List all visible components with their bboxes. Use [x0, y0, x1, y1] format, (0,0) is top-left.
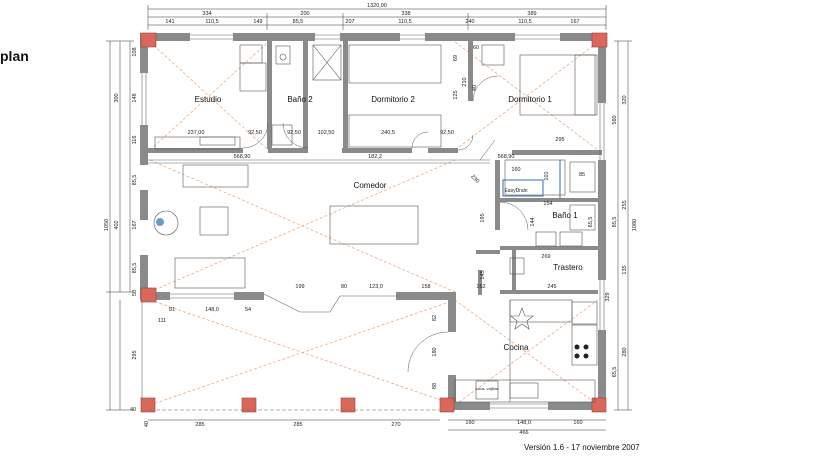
dim-inner-i13: 101 [544, 171, 550, 180]
dim-left-l7: 85,5 [132, 263, 138, 274]
room-label-bano2: Baño 2 [287, 95, 313, 104]
dim-right-r9: 65,5 [612, 367, 618, 378]
dim-right-r2: 560 [612, 115, 618, 124]
dim-inner-i17: 269 [541, 254, 550, 260]
dim-inner-i1: 237,00 [188, 130, 205, 136]
dim-inner-i23: 123,0 [369, 284, 383, 290]
dim-left-l10: 50 [132, 290, 138, 296]
dim-inner-i35: 60 [473, 45, 479, 51]
dim-bottom-b5: 148,0 [517, 420, 531, 426]
room-label-dormitorio1: Dormitorio 1 [508, 95, 552, 104]
dim-top-s5: 207 [345, 19, 354, 25]
dim-left-l8: 402 [114, 220, 120, 229]
dimension-ticks [106, 5, 632, 411]
dim-inner-i8: 182,2 [368, 154, 382, 160]
walls [140, 33, 606, 410]
dim-left-l2: 148 [132, 93, 138, 102]
dim-right-r4: 135 [622, 265, 628, 274]
dim-right-r3: 255 [622, 200, 628, 209]
plan-title: plan [0, 48, 29, 64]
dim-inner-i30: 180 [432, 347, 438, 356]
dim-top-a: 334 [202, 11, 211, 17]
dim-left-l12: 40 [130, 407, 136, 413]
dim-left-l6: 167 [132, 220, 138, 229]
dim-right-r5: 85,5 [612, 217, 618, 228]
dim-bottom-b4: 160 [465, 420, 474, 426]
dim-inner-i7: 568,90 [234, 154, 251, 160]
dim-inner-i37: 230 [469, 174, 480, 185]
room-label-trastero: Trastero [553, 263, 583, 272]
dim-inner-i21: 199 [295, 284, 304, 290]
version-footer: Versión 1.6 - 17 noviembre 2007 [524, 443, 640, 452]
dim-top-s9: 167 [570, 19, 579, 25]
room-label-bano1: Baño 1 [552, 211, 578, 220]
room-label-dormitorio2: Dormitorio 2 [371, 95, 415, 104]
dim-inner-i18: 245 [547, 284, 556, 290]
dim-inner-i34: 40 [472, 85, 478, 91]
dim-inner-i15: 144 [530, 217, 536, 226]
dim-top-s1: 141 [165, 19, 174, 25]
dim-bottom-b7: 466 [519, 430, 528, 436]
dim-right-r1: 320 [622, 95, 628, 104]
dim-top-d: 389 [527, 11, 536, 17]
dim-right-r8: 329 [605, 292, 611, 301]
dim-left-l4: 108 [132, 47, 138, 56]
dim-inner-i29: 82 [432, 315, 438, 321]
room-label-estudio: Estudio [195, 95, 222, 104]
dim-inner-i32: 125 [453, 90, 459, 99]
dim-inner-i14: 154 [543, 201, 552, 207]
dim-top-s8: 110,5 [518, 19, 531, 25]
dim-inner-i9: 295 [555, 137, 564, 143]
dim-left-l3: 116 [132, 136, 138, 145]
dim-inner-i22: 80 [341, 284, 347, 290]
dim-top-c: 338 [401, 11, 410, 17]
dim-inner-i36: 69 [453, 55, 459, 61]
dim-top-s6: 110,5 [398, 19, 411, 25]
dim-top-b: 200 [300, 11, 309, 17]
diagonal-guides [149, 41, 599, 406]
dim-top-s7: 240 [465, 19, 474, 25]
dim-overall: 1320,90 [367, 3, 387, 9]
dim-left-l1: 300 [114, 93, 120, 102]
easydrain-label: EasyDrain [504, 188, 527, 194]
dim-bottom-b6: 160 [573, 420, 582, 426]
dim-bottom-b2: 285 [293, 422, 302, 428]
dim-inner-i38: 65,5 [588, 217, 594, 228]
dim-inner-i20: 145 [480, 270, 486, 279]
dim-left-l13: 40 [144, 421, 150, 427]
dim-left-l5: 85,5 [132, 175, 138, 186]
dim-top-s3: 149 [253, 19, 262, 25]
dim-inner-i31: 88 [432, 383, 438, 389]
dim-inner-i6: 92,50 [440, 130, 454, 136]
dim-right-r6: 1080 [632, 219, 638, 231]
dim-inner-i10: 568,90 [498, 154, 515, 160]
dim-bottom-b1: 285 [195, 422, 204, 428]
dim-inner-i12: 85 [579, 172, 585, 178]
dim-bottom-b3: 270 [391, 422, 400, 428]
room-label-cocina: Cocina [504, 343, 529, 352]
room-label-comedor: Comedor [354, 181, 387, 190]
dim-inner-i26: 81 [169, 307, 175, 313]
dim-right-r7: 280 [622, 347, 628, 356]
dim-left-l9: 1050 [104, 219, 110, 231]
dim-inner-i16: 195 [480, 213, 486, 222]
dim-inner-i24: 158 [421, 284, 430, 290]
dim-left-l11: 295 [132, 350, 138, 359]
dim-inner-i19: 162 [476, 284, 485, 290]
dim-inner-i25: 111 [158, 318, 166, 324]
dim-inner-i28: 54 [245, 307, 251, 313]
dim-inner-i33: 210 [462, 77, 468, 86]
columns [140, 32, 608, 413]
dim-top-s2: 110,5 [205, 19, 218, 25]
dim-inner-i3: 92,50 [287, 130, 301, 136]
furniture [153, 44, 598, 403]
dim-inner-i11: 160 [511, 167, 520, 173]
dim-inner-i27: 148,0 [205, 307, 219, 313]
dim-top-s4: 85,5 [293, 19, 304, 25]
dim-inner-i2: 92,50 [248, 130, 262, 136]
dishwasher-label: Lava- vajillas [475, 386, 498, 391]
dim-inner-i5: 240,5 [381, 130, 395, 136]
dim-inner-i4: 102,50 [318, 130, 335, 136]
